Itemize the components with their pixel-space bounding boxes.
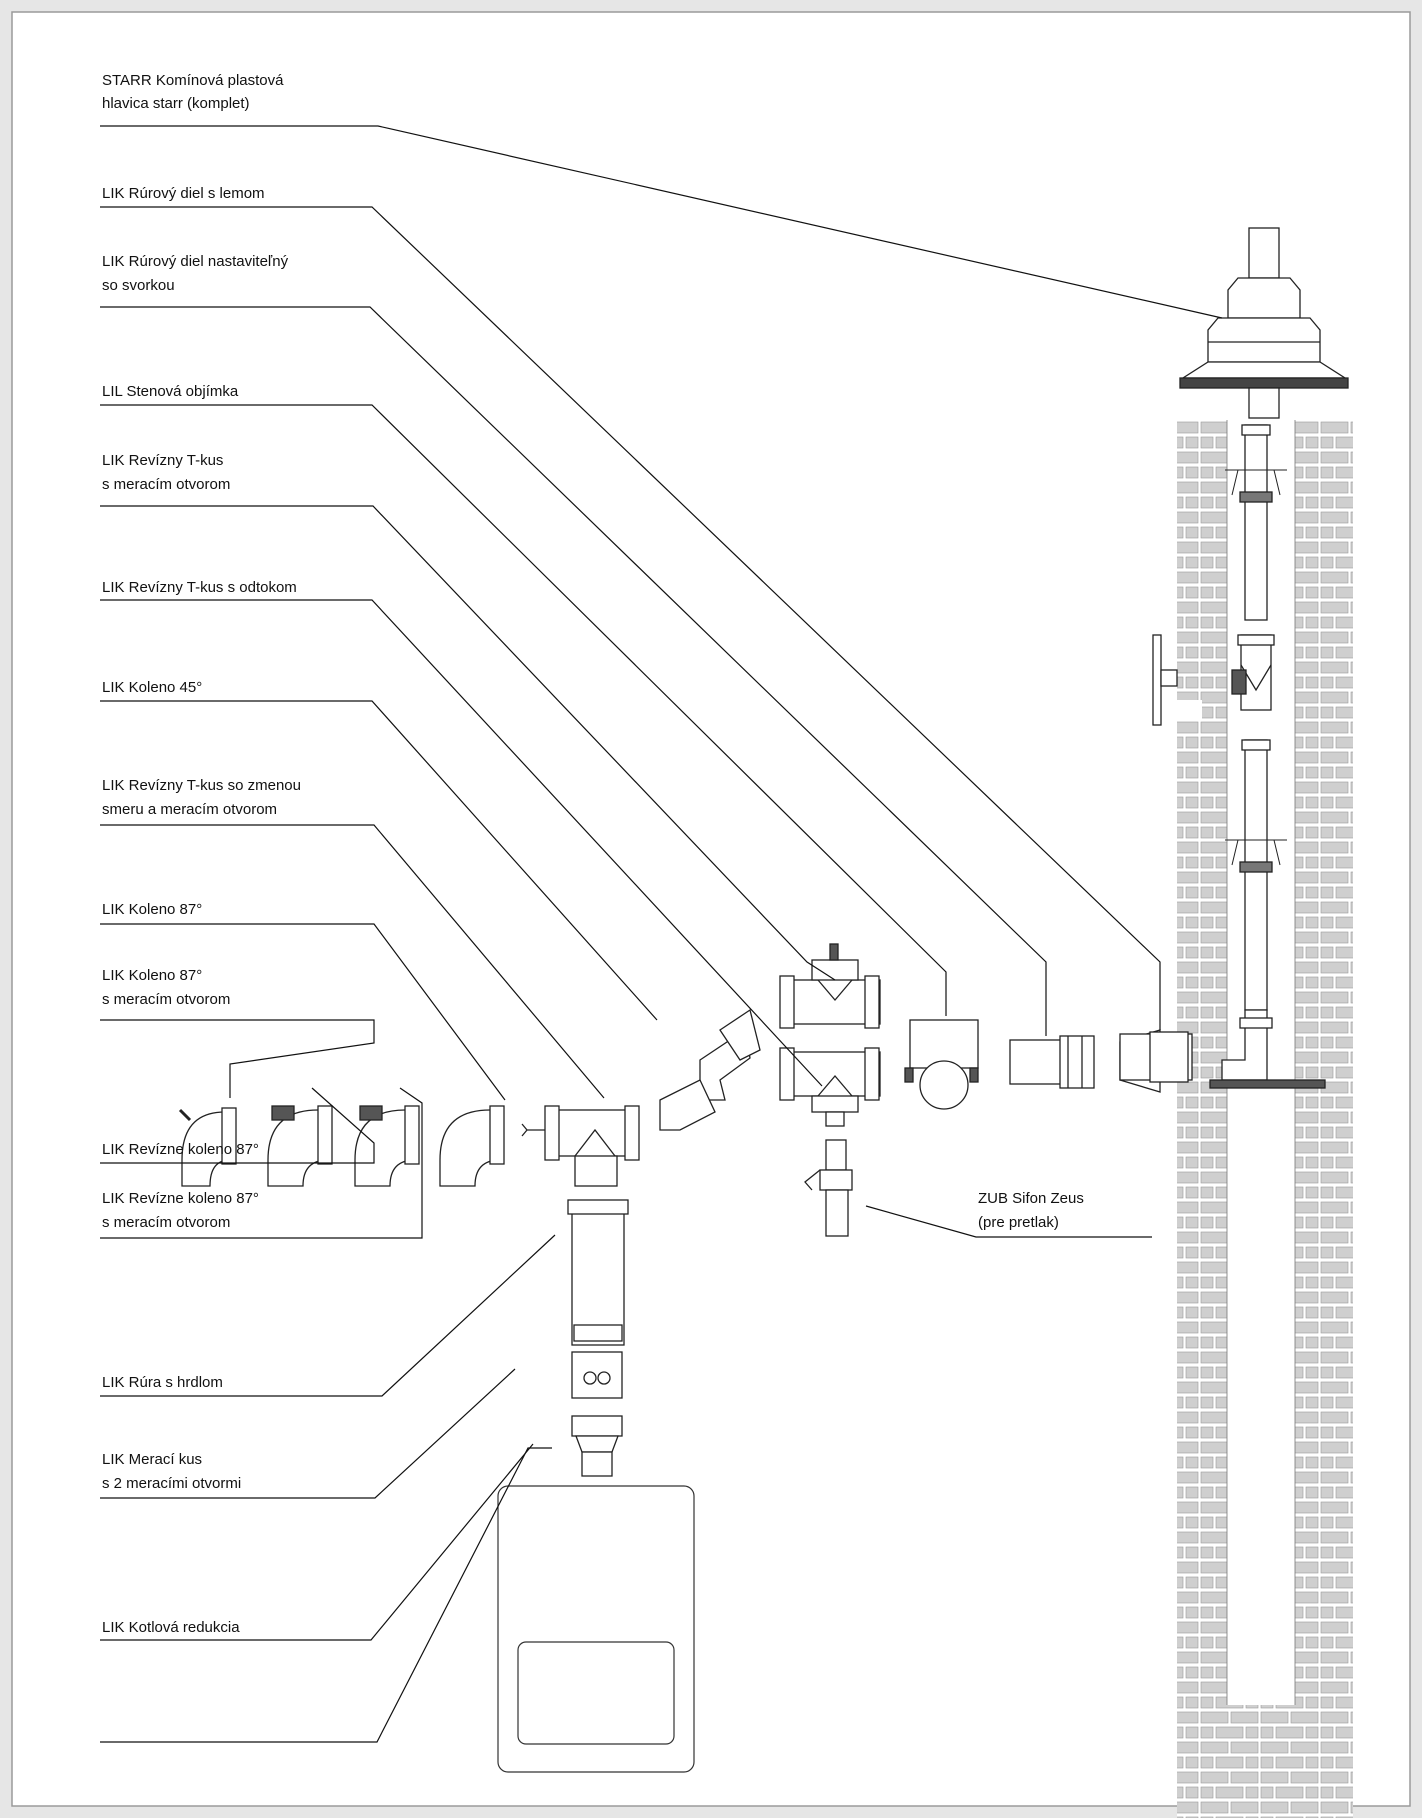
chimney-left-wall-upper <box>1177 420 1227 825</box>
boiler <box>497 1485 695 1773</box>
label-rurovy-lem: LIK Rúrový diel s lemom <box>102 185 265 202</box>
chimney-left-wall-lower <box>1177 825 1227 1705</box>
label-meraci-kus-line1: LIK Merací kus <box>102 1451 202 1468</box>
label-kotlova: LIK Kotlová redukcia <box>102 1619 240 1636</box>
label-rurovy-nast-line1: LIK Rúrový diel nastaviteľný <box>102 253 289 270</box>
chimney-right-wall <box>1295 420 1353 1705</box>
label-starr-line2: hlavica starr (komplet) <box>102 95 250 112</box>
flue-pipes <box>1209 424 1326 1089</box>
label-revizny-t-merac-line1: LIK Revízny T-kus <box>102 452 223 469</box>
label-meraci-kus-line2: s 2 meracími otvormi <box>102 1475 241 1492</box>
label-koleno87-merac-line2: s meracím otvorom <box>102 991 230 1008</box>
label-revizne-koleno-merac-line1: LIK Revízne koleno 87° <box>102 1190 259 1207</box>
label-revizny-t-odtok: LIK Revízny T-kus s odtokom <box>102 579 297 596</box>
label-starr-line1: STARR Komínová plastová <box>102 72 284 89</box>
wall-plate <box>1152 634 1178 726</box>
horizontal-components <box>178 943 1193 1237</box>
label-koleno45: LIK Koleno 45° <box>102 679 202 696</box>
leader-lines <box>100 125 1223 1743</box>
label-koleno87: LIK Koleno 87° <box>102 901 202 918</box>
chimney-cap <box>1179 227 1349 419</box>
label-sifon-line1: ZUB Sifon Zeus <box>978 1190 1084 1207</box>
chimney <box>1177 420 1353 1818</box>
label-rurovy-nast-line2: so svorkou <box>102 277 175 294</box>
label-stenova: LIL Stenová objímka <box>102 383 239 400</box>
label-revizne-koleno-merac-line2: s meracím otvorom <box>102 1214 230 1231</box>
label-revizny-t-zmena-line1: LIK Revízny T-kus so zmenou <box>102 777 301 794</box>
label-revizne-koleno: LIK Revízne koleno 87° <box>102 1141 259 1158</box>
label-revizny-t-merac-line2: s meracím otvorom <box>102 476 230 493</box>
label-sifon-line2: (pre pretlak) <box>978 1214 1059 1231</box>
chimney-base <box>1177 1705 1353 1818</box>
label-revizny-t-zmena-line2: smeru a meracím otvorom <box>102 801 277 818</box>
vertical-components <box>567 1199 629 1477</box>
label-koleno87-merac-line1: LIK Koleno 87° <box>102 967 202 984</box>
labels: STARR Komínová plastová hlavica starr (k… <box>102 72 1084 1636</box>
label-rura-hrdlo: LIK Rúra s hrdlom <box>102 1374 223 1391</box>
